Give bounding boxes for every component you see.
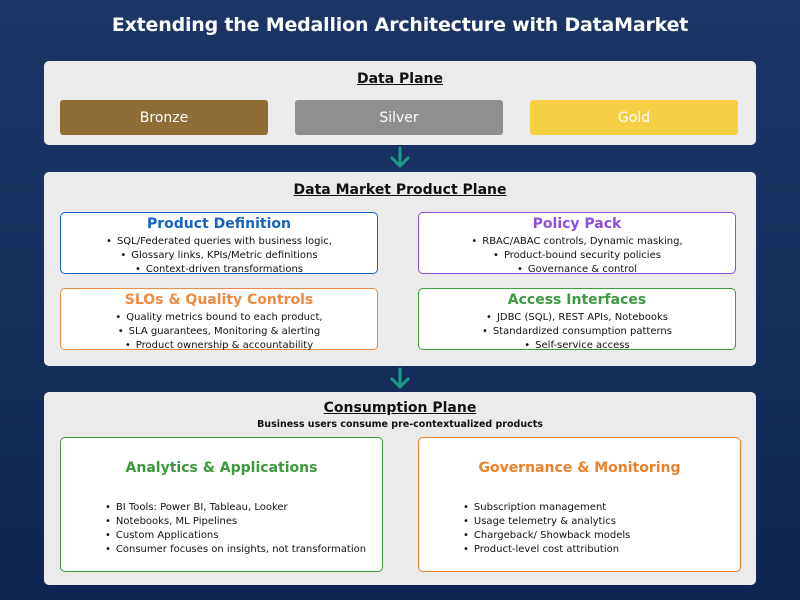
governance-monitoring-title: Governance & Monitoring	[478, 460, 681, 476]
data-plane-panel: Data Plane Bronze Silver Gold	[44, 61, 756, 145]
product-plane-panel: Data Market Product Plane Product Defini…	[44, 172, 756, 366]
down-arrow-icon	[390, 146, 410, 168]
list-item: Context-driven transformations	[61, 263, 377, 277]
list-item: Notebooks, ML Pipelines	[105, 515, 366, 529]
list-item: SLA guarantees, Monitoring & alerting	[61, 325, 377, 339]
list-item: Chargeback/ Showback models	[463, 529, 630, 543]
list-item: Product-level cost attribution	[463, 543, 630, 557]
list-item: BI Tools: Power BI, Tableau, Looker	[105, 501, 366, 515]
silver-tier-label: Silver	[379, 109, 419, 126]
access-interfaces-box: Access Interfaces JDBC (SQL), REST APIs,…	[418, 288, 736, 353]
list-item: Standardized consumption patterns	[419, 325, 735, 339]
data-plane-title: Data Plane	[356, 71, 444, 87]
gold-tier: Gold	[530, 100, 738, 135]
list-item: Subscription management	[463, 501, 630, 515]
access-interfaces-title: Access Interfaces	[507, 292, 647, 308]
list-item: Quality metrics bound to each product,	[61, 311, 377, 325]
bronze-tier: Bronze	[60, 100, 268, 135]
list-item: Product-bound security policies	[419, 249, 735, 263]
down-arrow-icon	[390, 367, 410, 389]
list-item: Self-service access	[419, 339, 735, 353]
analytics-applications-box: Analytics & Applications BI Tools: Power…	[60, 437, 383, 572]
governance-monitoring-box: Governance & Monitoring Subscription man…	[418, 437, 741, 572]
bronze-tier-label: Bronze	[139, 109, 189, 126]
list-item: Glossary links, KPIs/Metric definitions	[61, 249, 377, 263]
list-item: RBAC/ABAC controls, Dynamic masking,	[419, 235, 735, 249]
gold-tier-label: Gold	[617, 109, 651, 126]
policy-pack-box: Policy Pack RBAC/ABAC controls, Dynamic …	[418, 212, 736, 277]
consumption-plane-subtitle: Business users consume pre-contextualize…	[257, 419, 543, 430]
silver-tier: Silver	[295, 100, 503, 135]
list-item: Consumer focuses on insights, not transf…	[105, 543, 366, 557]
product-definition-box: Product Definition SQL/Federated queries…	[60, 212, 378, 277]
policy-pack-title: Policy Pack	[532, 216, 622, 232]
product-plane-title: Data Market Product Plane	[293, 182, 507, 198]
consumption-plane-title: Consumption Plane	[323, 400, 477, 416]
analytics-applications-title: Analytics & Applications	[125, 460, 318, 476]
list-item: Governance & control	[419, 263, 735, 277]
list-item: SQL/Federated queries with business logi…	[61, 235, 377, 249]
list-item: Usage telemetry & analytics	[463, 515, 630, 529]
slos-quality-controls-title: SLOs & Quality Controls	[124, 292, 314, 308]
diagram-title: Extending the Medallion Architecture wit…	[111, 14, 689, 36]
list-item: Product ownership & accountability	[61, 339, 377, 353]
product-definition-title: Product Definition	[147, 216, 291, 232]
list-item: Custom Applications	[105, 529, 366, 543]
consumption-plane-panel: Consumption Plane Business users consume…	[44, 392, 756, 585]
slos-quality-controls-box: SLOs & Quality Controls Quality metrics …	[60, 288, 378, 353]
list-item: JDBC (SQL), REST APIs, Notebooks	[419, 311, 735, 325]
